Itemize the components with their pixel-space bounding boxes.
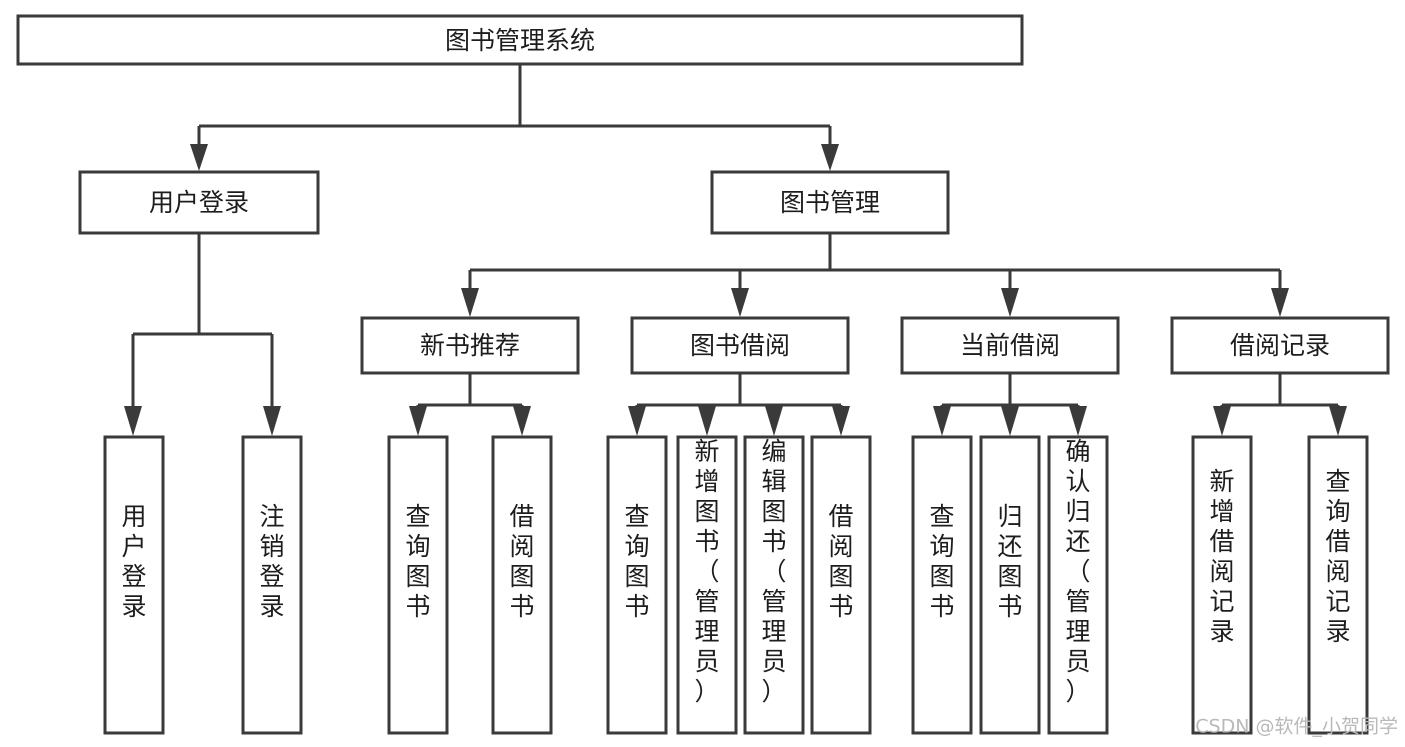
arrow-to-new-book-recommend <box>461 288 479 317</box>
leaf-query-borrow-record-label: 查询借阅记录 <box>1325 467 1350 646</box>
arrow-leaf-query-book-3 <box>933 406 951 436</box>
node-user-login-box[interactable] <box>78 170 320 235</box>
leaf-add-book-label: 新增图书（管理员） <box>694 437 719 706</box>
leaf-query-book-recommend-label: 查询图书 <box>405 502 430 621</box>
node-book-borrow-label: 图书借阅 <box>690 331 790 360</box>
arrow-leaf-return-book <box>1001 406 1019 436</box>
arrow-leaf-add-borrow-record <box>1213 406 1231 436</box>
arrow-leaf-logout <box>263 406 281 436</box>
leaf-borrow-book-recommend[interactable]: 借阅图书 <box>491 435 553 735</box>
leaf-confirm-return-box[interactable] <box>1047 435 1109 735</box>
arrow-leaf-add-book <box>698 406 716 436</box>
node-root-system[interactable]: 图书管理系统 <box>16 14 1024 66</box>
leaf-query-book-recommend[interactable]: 查询图书 <box>387 435 449 735</box>
arrow-to-borrow-record <box>1271 288 1289 317</box>
leaf-borrow-book[interactable]: 借阅图书 <box>810 435 872 735</box>
node-root-system-box[interactable] <box>16 14 1024 66</box>
arrow-leaf-borrow-book-2 <box>832 406 850 436</box>
leaf-query-book-borrow-box[interactable] <box>606 435 668 735</box>
arrow-to-current-borrow <box>1001 288 1019 317</box>
node-new-book-recommend[interactable]: 新书推荐 <box>360 316 580 375</box>
leaf-add-book[interactable]: 新增图书（管理员） <box>676 435 738 735</box>
node-current-borrow-box[interactable] <box>900 316 1120 375</box>
arrow-leaf-query-book-1 <box>409 406 427 436</box>
leaf-return-book-box[interactable] <box>979 435 1041 735</box>
node-borrow-record-label: 借阅记录 <box>1230 331 1330 360</box>
arrow-leaf-query-borrow-record <box>1329 406 1347 436</box>
node-user-login-label: 用户登录 <box>149 188 249 217</box>
leaf-confirm-return-label: 确认归还（管理员） <box>1065 437 1090 706</box>
leaf-query-borrow-record-box[interactable] <box>1307 435 1369 735</box>
leaf-user-login-box[interactable] <box>103 435 165 735</box>
arrow-to-book-borrow <box>731 288 749 317</box>
connector-layer <box>124 64 1347 436</box>
leaf-edit-book[interactable]: 编辑图书（管理员） <box>743 435 805 735</box>
node-book-management[interactable]: 图书管理 <box>710 170 950 235</box>
node-book-borrow-box[interactable] <box>630 316 850 375</box>
node-borrow-record[interactable]: 借阅记录 <box>1170 316 1390 375</box>
leaf-add-borrow-record-box[interactable] <box>1191 435 1253 735</box>
arrow-leaf-query-book-2 <box>628 406 646 436</box>
leaf-query-book-borrow[interactable]: 查询图书 <box>606 435 668 735</box>
leaf-query-book-current-label: 查询图书 <box>929 502 954 621</box>
leaf-logout-label: 注销登录 <box>259 502 284 621</box>
leaf-return-book[interactable]: 归还图书 <box>979 435 1041 735</box>
node-book-management-label: 图书管理 <box>780 188 880 217</box>
leaf-user-login-label: 用户登录 <box>121 502 146 621</box>
node-current-borrow-label: 当前借阅 <box>960 331 1060 360</box>
node-current-borrow[interactable]: 当前借阅 <box>900 316 1120 375</box>
arrow-root-to-book-mgmt <box>821 144 839 171</box>
leaf-borrow-book-recommend-box[interactable] <box>491 435 553 735</box>
arrow-leaf-user-login <box>124 406 142 436</box>
leaf-user-login[interactable]: 用户登录 <box>103 435 165 735</box>
arrow-leaf-confirm-return <box>1069 406 1087 436</box>
leaf-edit-book-label: 编辑图书（管理员） <box>761 437 786 706</box>
leaf-query-book-current[interactable]: 查询图书 <box>911 435 973 735</box>
arrow-leaf-edit-book <box>765 406 783 436</box>
node-new-book-recommend-label: 新书推荐 <box>420 331 520 360</box>
leaf-add-borrow-record-label: 新增借阅记录 <box>1209 467 1234 646</box>
leaf-borrow-book-box[interactable] <box>810 435 872 735</box>
leaf-borrow-book-recommend-label: 借阅图书 <box>509 502 534 621</box>
leaf-confirm-return[interactable]: 确认归还（管理员） <box>1047 435 1109 735</box>
leaf-edit-book-box[interactable] <box>743 435 805 735</box>
node-book-borrow[interactable]: 图书借阅 <box>630 316 850 375</box>
node-book-management-box[interactable] <box>710 170 950 235</box>
arrow-root-to-user-login <box>190 144 208 171</box>
leaf-query-book-recommend-box[interactable] <box>387 435 449 735</box>
leaf-query-borrow-record[interactable]: 查询借阅记录 <box>1307 435 1369 735</box>
leaf-query-book-current-box[interactable] <box>911 435 973 735</box>
leaf-add-borrow-record[interactable]: 新增借阅记录 <box>1191 435 1253 735</box>
node-user-login[interactable]: 用户登录 <box>78 170 320 235</box>
node-root-system-label: 图书管理系统 <box>445 26 595 55</box>
leaf-add-book-box[interactable] <box>676 435 738 735</box>
leaf-return-book-label: 归还图书 <box>997 502 1022 621</box>
leaf-query-book-borrow-label: 查询图书 <box>624 502 649 621</box>
leaf-logout[interactable]: 注销登录 <box>241 435 303 735</box>
csdn-watermark: CSDN @软件_小贺同学 <box>1195 716 1398 738</box>
leaf-borrow-book-label: 借阅图书 <box>828 502 853 621</box>
arrow-leaf-borrow-book-1 <box>513 406 531 436</box>
leaf-logout-box[interactable] <box>241 435 303 735</box>
node-borrow-record-box[interactable] <box>1170 316 1390 375</box>
node-new-book-recommend-box[interactable] <box>360 316 580 375</box>
